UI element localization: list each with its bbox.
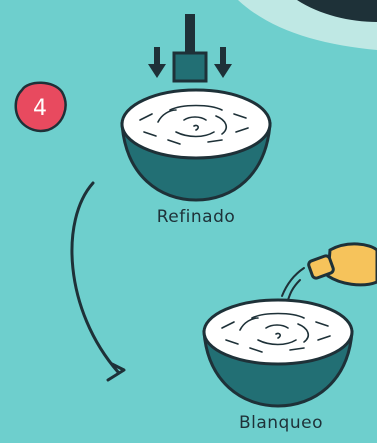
press-icon (174, 14, 206, 81)
curved-arrow-icon (72, 183, 124, 380)
down-arrow-icon (214, 47, 232, 78)
pouring-bottle-icon (282, 244, 377, 300)
stage-label-refinado: Refinado (126, 207, 266, 227)
step-badge: 4 (16, 83, 66, 131)
down-arrow-icon (148, 47, 166, 78)
corner-decoration (238, 0, 377, 50)
pulp-bowl-icon (122, 90, 270, 200)
stage-label-blanqueo: Blanqueo (211, 413, 351, 433)
step-number: 4 (33, 96, 47, 121)
pulp-bowl-icon (204, 300, 352, 406)
